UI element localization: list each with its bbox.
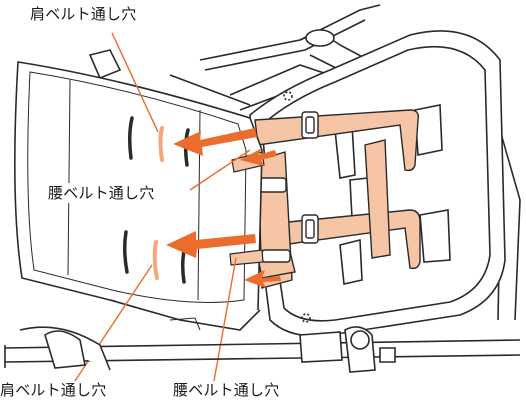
shoulder-belt-hole-label-bottom: 肩ベルト通し穴 (0, 381, 107, 399)
shoulder-belt-hole-label-top: 肩ベルト通し穴 (30, 5, 137, 23)
waist-belt-hole-label-bottom: 腰ベルト通し穴 (173, 381, 280, 399)
strap-buckle-icon (259, 111, 319, 263)
waist-belt-hole-label-middle: 腰ベルト通し穴 (46, 183, 157, 203)
stroller-chassis (4, 326, 521, 373)
orange-arrow-icon (166, 128, 281, 288)
belt-hole-highlight (152, 126, 164, 280)
